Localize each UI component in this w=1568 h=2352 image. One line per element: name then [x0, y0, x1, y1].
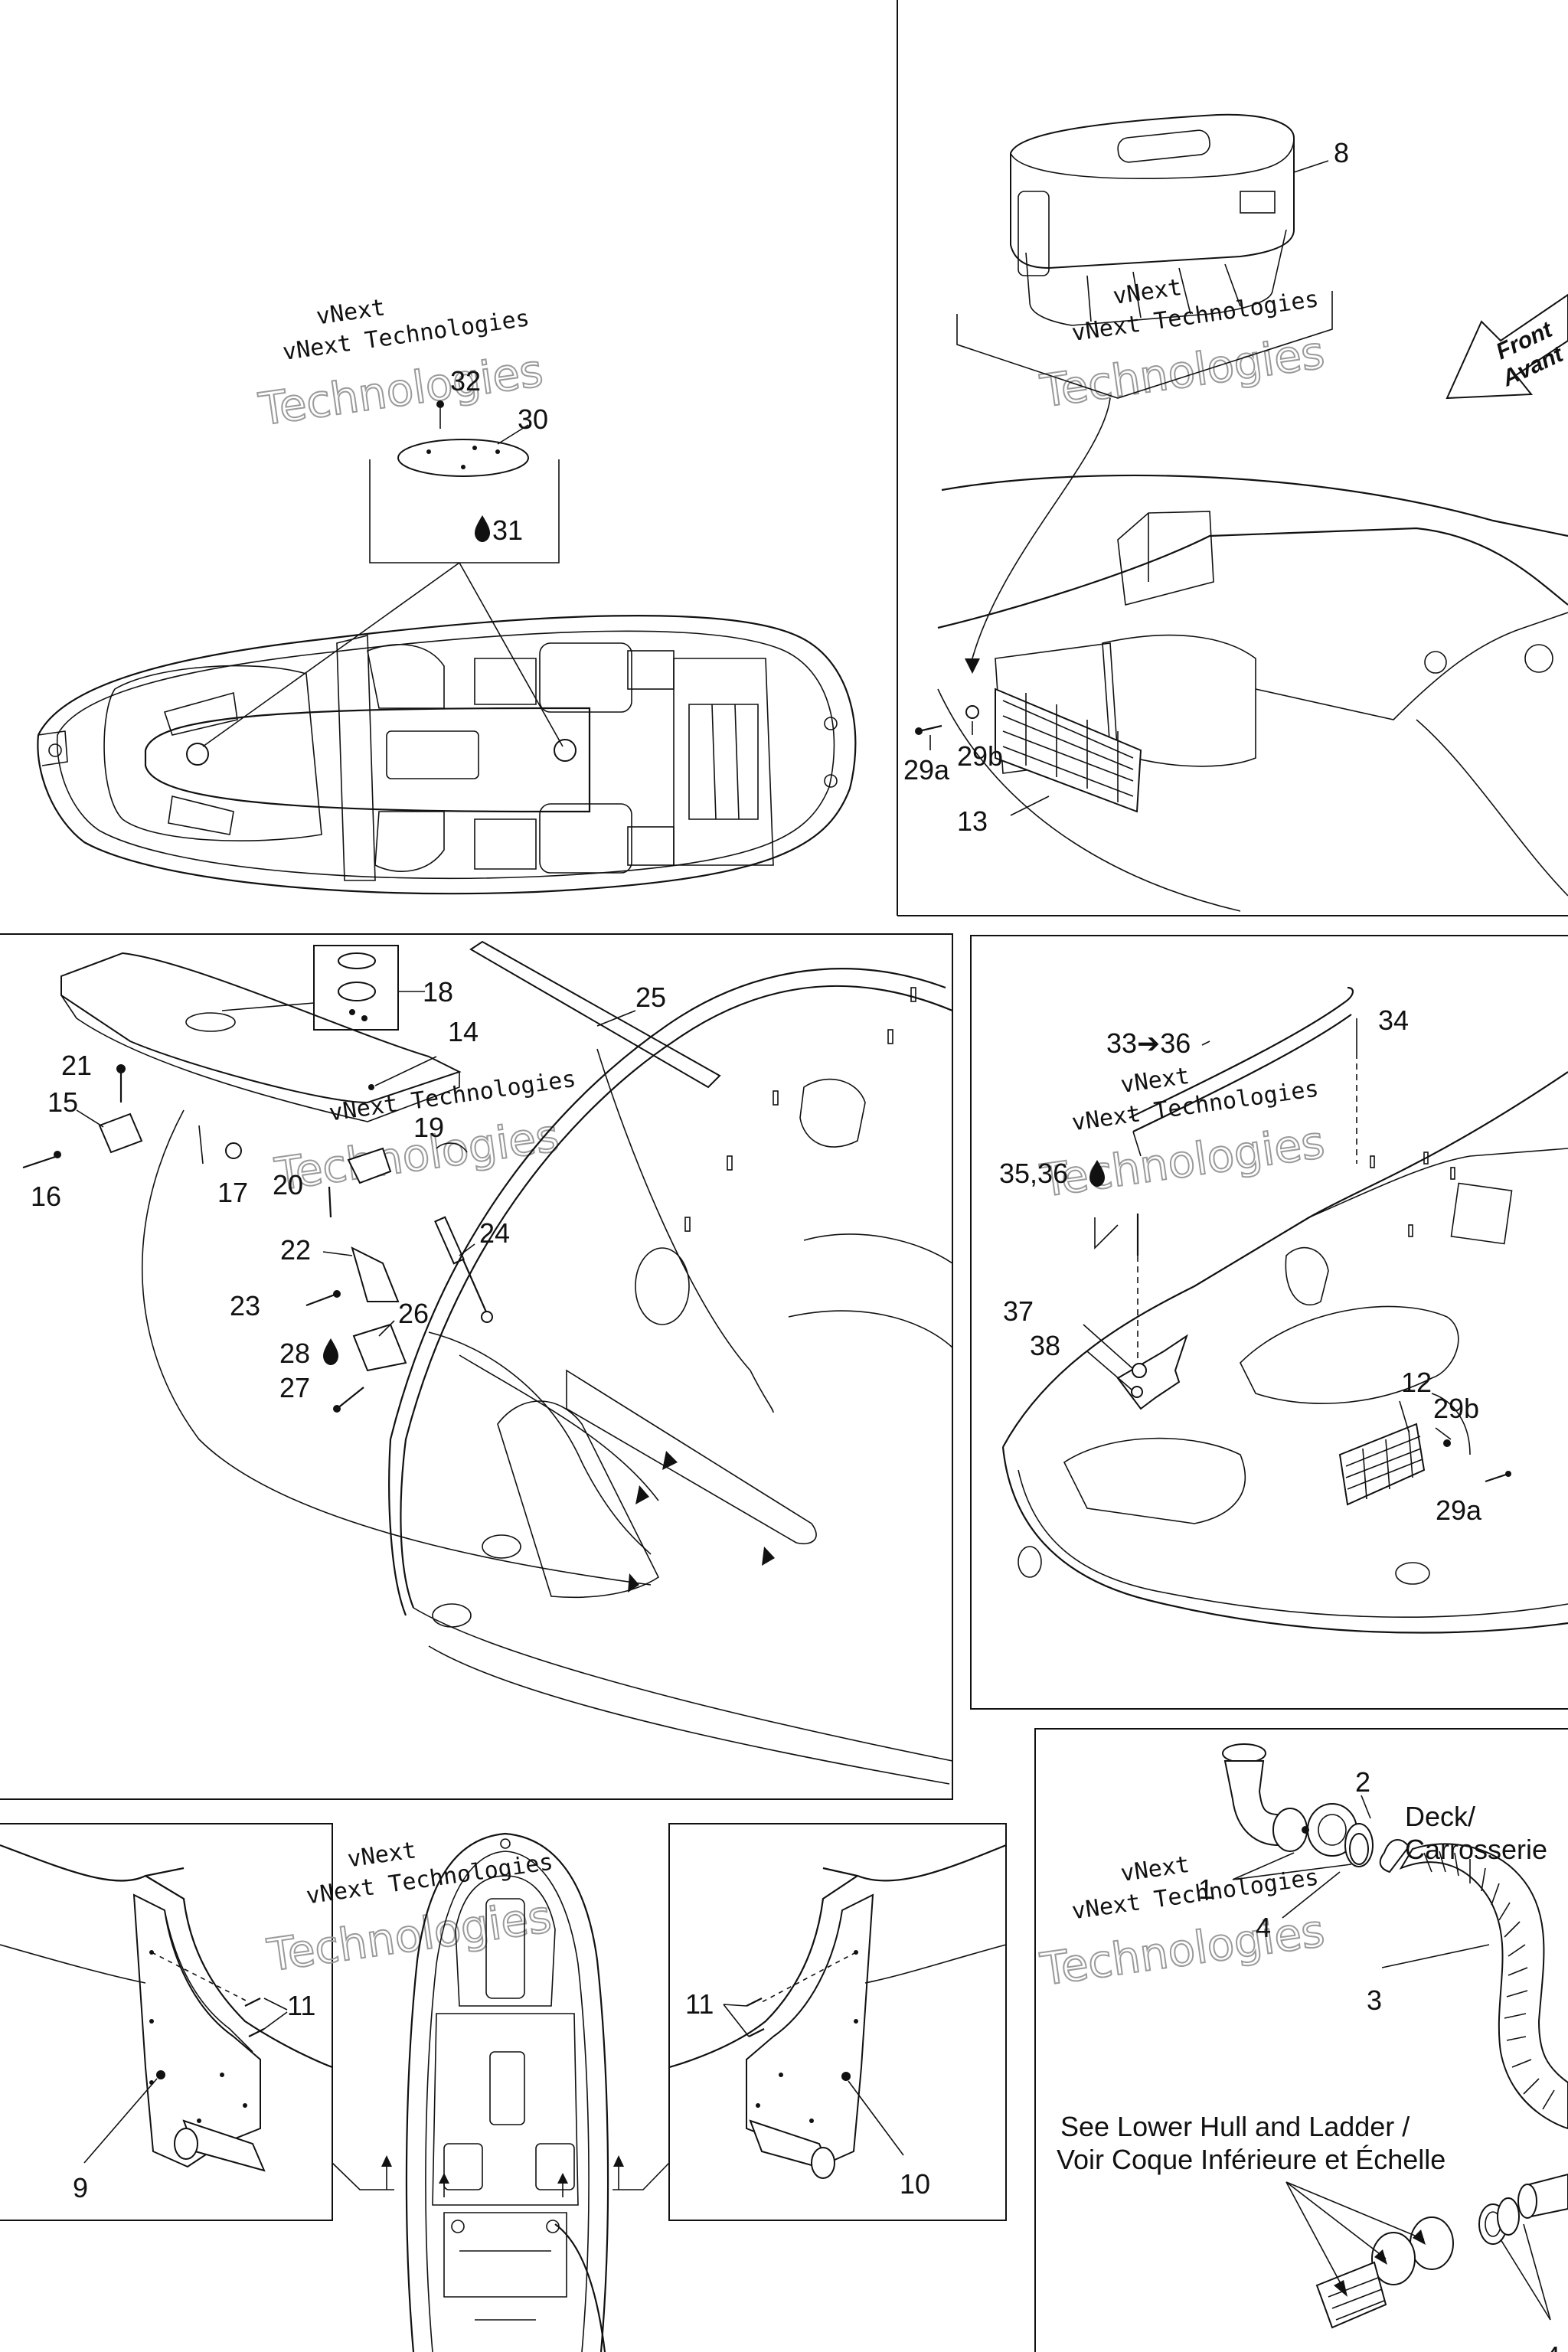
panel-cooler-storage: 8 Front Avant	[903, 113, 1568, 912]
callout-2: 2	[1355, 1766, 1370, 1798]
callout-33-36: 33➔36	[1106, 1027, 1191, 1059]
callout-4: 4	[1256, 1912, 1271, 1943]
callout-35-36: 35,36	[999, 1158, 1068, 1189]
callout-34: 34	[1378, 1004, 1409, 1036]
panel-seat-back: 33➔36 34 12	[999, 986, 1568, 1634]
sealant-drop-icon	[1089, 1160, 1105, 1187]
callout-21: 21	[61, 1050, 92, 1081]
callout-19: 19	[413, 1112, 444, 1143]
callout-20: 20	[273, 1169, 303, 1200]
callout-29b-right: 29b	[1433, 1393, 1479, 1424]
callout-32: 32	[450, 365, 481, 397]
callout-17: 17	[217, 1177, 248, 1208]
callout-16: 16	[31, 1181, 61, 1212]
callout-11-right: 11	[685, 1988, 714, 2020]
callout-29a-right: 29a	[1436, 1494, 1482, 1526]
see-lower-hull-note: See Lower Hull and Ladder /	[1060, 2111, 1410, 2142]
callout-9: 9	[73, 2172, 88, 2203]
callout-4-lower: 4	[1545, 2341, 1560, 2352]
panel-right-side: 11 10	[668, 1844, 1007, 2200]
callout-14: 14	[448, 1016, 479, 1047]
panel-bench-seat: 14 18 25 21 15 16 17 19 20 22	[22, 940, 953, 1785]
callout-27: 27	[279, 1372, 310, 1403]
callout-24: 24	[479, 1217, 510, 1249]
callout-8: 8	[1334, 137, 1349, 168]
callout-22: 22	[280, 1234, 311, 1266]
front-direction-arrow-icon: Front Avant	[1446, 293, 1568, 400]
watermark-text: vNext	[346, 1837, 418, 1873]
panel-boat-overview	[332, 1832, 670, 2352]
see-lower-hull-note: Voir Coque Inférieure et Échelle	[1057, 2144, 1446, 2175]
panel-top-view-hatch: 32 30 31	[37, 365, 857, 895]
callout-26: 26	[398, 1298, 429, 1329]
panel-drain-hose: 2 1 4 3 Deck/ Carrosserie See Lower Hull…	[1057, 1743, 1568, 2352]
deck-note: Carrosserie	[1405, 1834, 1547, 1865]
callout-28: 28	[279, 1338, 310, 1369]
callout-1: 1	[1198, 1873, 1214, 1905]
deck-note: Deck/	[1405, 1801, 1475, 1832]
callout-31: 31	[492, 514, 523, 546]
callout-3: 3	[1367, 1984, 1382, 2016]
callout-11-left: 11	[287, 1990, 315, 2021]
callout-23: 23	[230, 1290, 260, 1321]
sealant-drop-icon	[475, 515, 490, 542]
callout-38: 38	[1030, 1330, 1060, 1361]
callout-15: 15	[47, 1086, 78, 1118]
callout-13: 13	[957, 805, 988, 837]
watermark-text: vNext	[1119, 1851, 1191, 1887]
watermark-text: vNext	[315, 294, 387, 330]
callout-29a: 29a	[903, 754, 950, 786]
panel-left-side: 11 9	[0, 1844, 333, 2203]
callout-29b: 29b	[957, 740, 1003, 772]
callout-10: 10	[900, 2168, 930, 2200]
sealant-drop-icon	[323, 1338, 338, 1365]
watermark-group: vNext vNext Technologies Technologies vN…	[255, 274, 1328, 1997]
callout-37: 37	[1003, 1295, 1034, 1327]
callout-18: 18	[423, 976, 453, 1008]
watermark-text: vNext	[1111, 274, 1183, 310]
callout-12: 12	[1401, 1367, 1432, 1398]
callout-30: 30	[518, 403, 548, 435]
callout-25: 25	[635, 982, 666, 1013]
